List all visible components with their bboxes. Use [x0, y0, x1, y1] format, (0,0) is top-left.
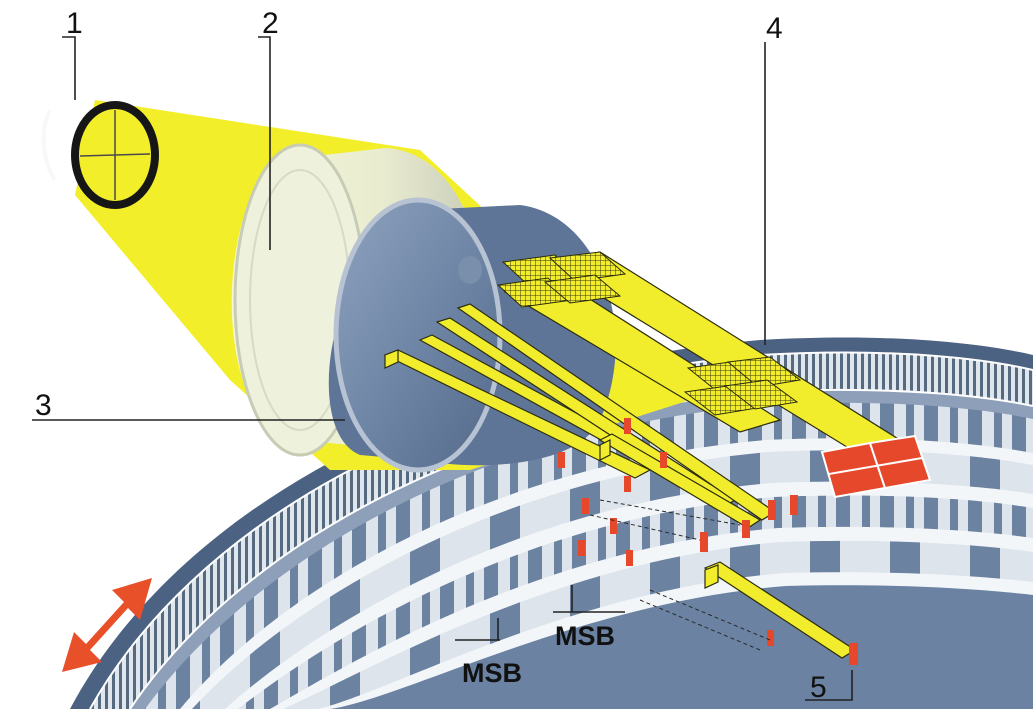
double-arrow-icon	[62, 578, 152, 672]
projection-lines	[589, 499, 771, 651]
label-scanning-reticle: 3	[35, 389, 52, 422]
callout-lines	[32, 36, 853, 701]
label-lens: 2	[262, 7, 279, 40]
label-photodetectors: 4	[766, 12, 783, 45]
label-msb-inner: MSB	[555, 621, 615, 651]
label-msb-outer: MSB	[462, 658, 522, 688]
photodetector-block	[820, 434, 932, 499]
label-photocell-element: 5	[810, 671, 827, 704]
detector-grids	[496, 251, 802, 416]
photo-elements	[558, 418, 858, 665]
light-source	[41, 101, 159, 209]
label-light-source: 1	[66, 7, 83, 40]
